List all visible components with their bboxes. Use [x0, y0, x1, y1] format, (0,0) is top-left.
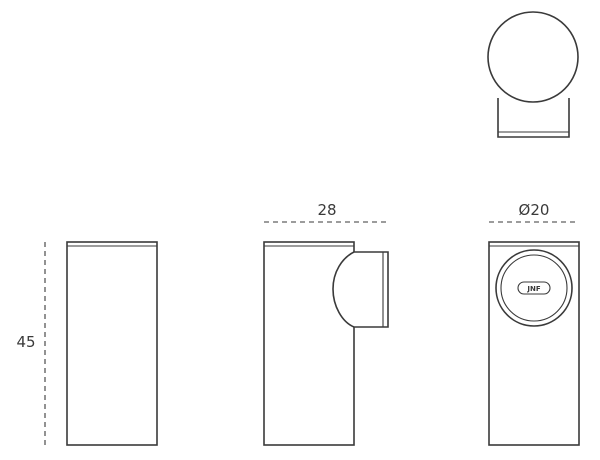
brand-logo-outline: [517, 281, 551, 295]
front-view-right-body: [488, 241, 580, 446]
side-view: [263, 241, 389, 446]
knob-face-inner-circle: [500, 254, 568, 322]
side-view-body: [263, 241, 355, 446]
knob-face-outer-circle: [495, 249, 573, 327]
top-view-base: [497, 98, 570, 138]
side-view-knob-profile: [332, 251, 389, 328]
front-view-right: JNF: [488, 241, 580, 446]
width-dimension-label: 28: [317, 201, 336, 219]
width-dimension: 28: [264, 201, 388, 223]
top-view-knob-circle: [487, 11, 579, 103]
diameter-dimension: Ø20: [489, 201, 579, 223]
height-dimension-label: 45: [16, 333, 35, 351]
brand-logo-text: JNF: [526, 285, 540, 293]
front-view-left-body: [66, 241, 158, 446]
top-view: [487, 11, 579, 138]
front-view-left: [66, 241, 158, 446]
height-dimension: 45: [16, 242, 46, 445]
brand-logo: JNF: [517, 281, 551, 295]
diameter-dimension-label: Ø20: [519, 201, 550, 219]
